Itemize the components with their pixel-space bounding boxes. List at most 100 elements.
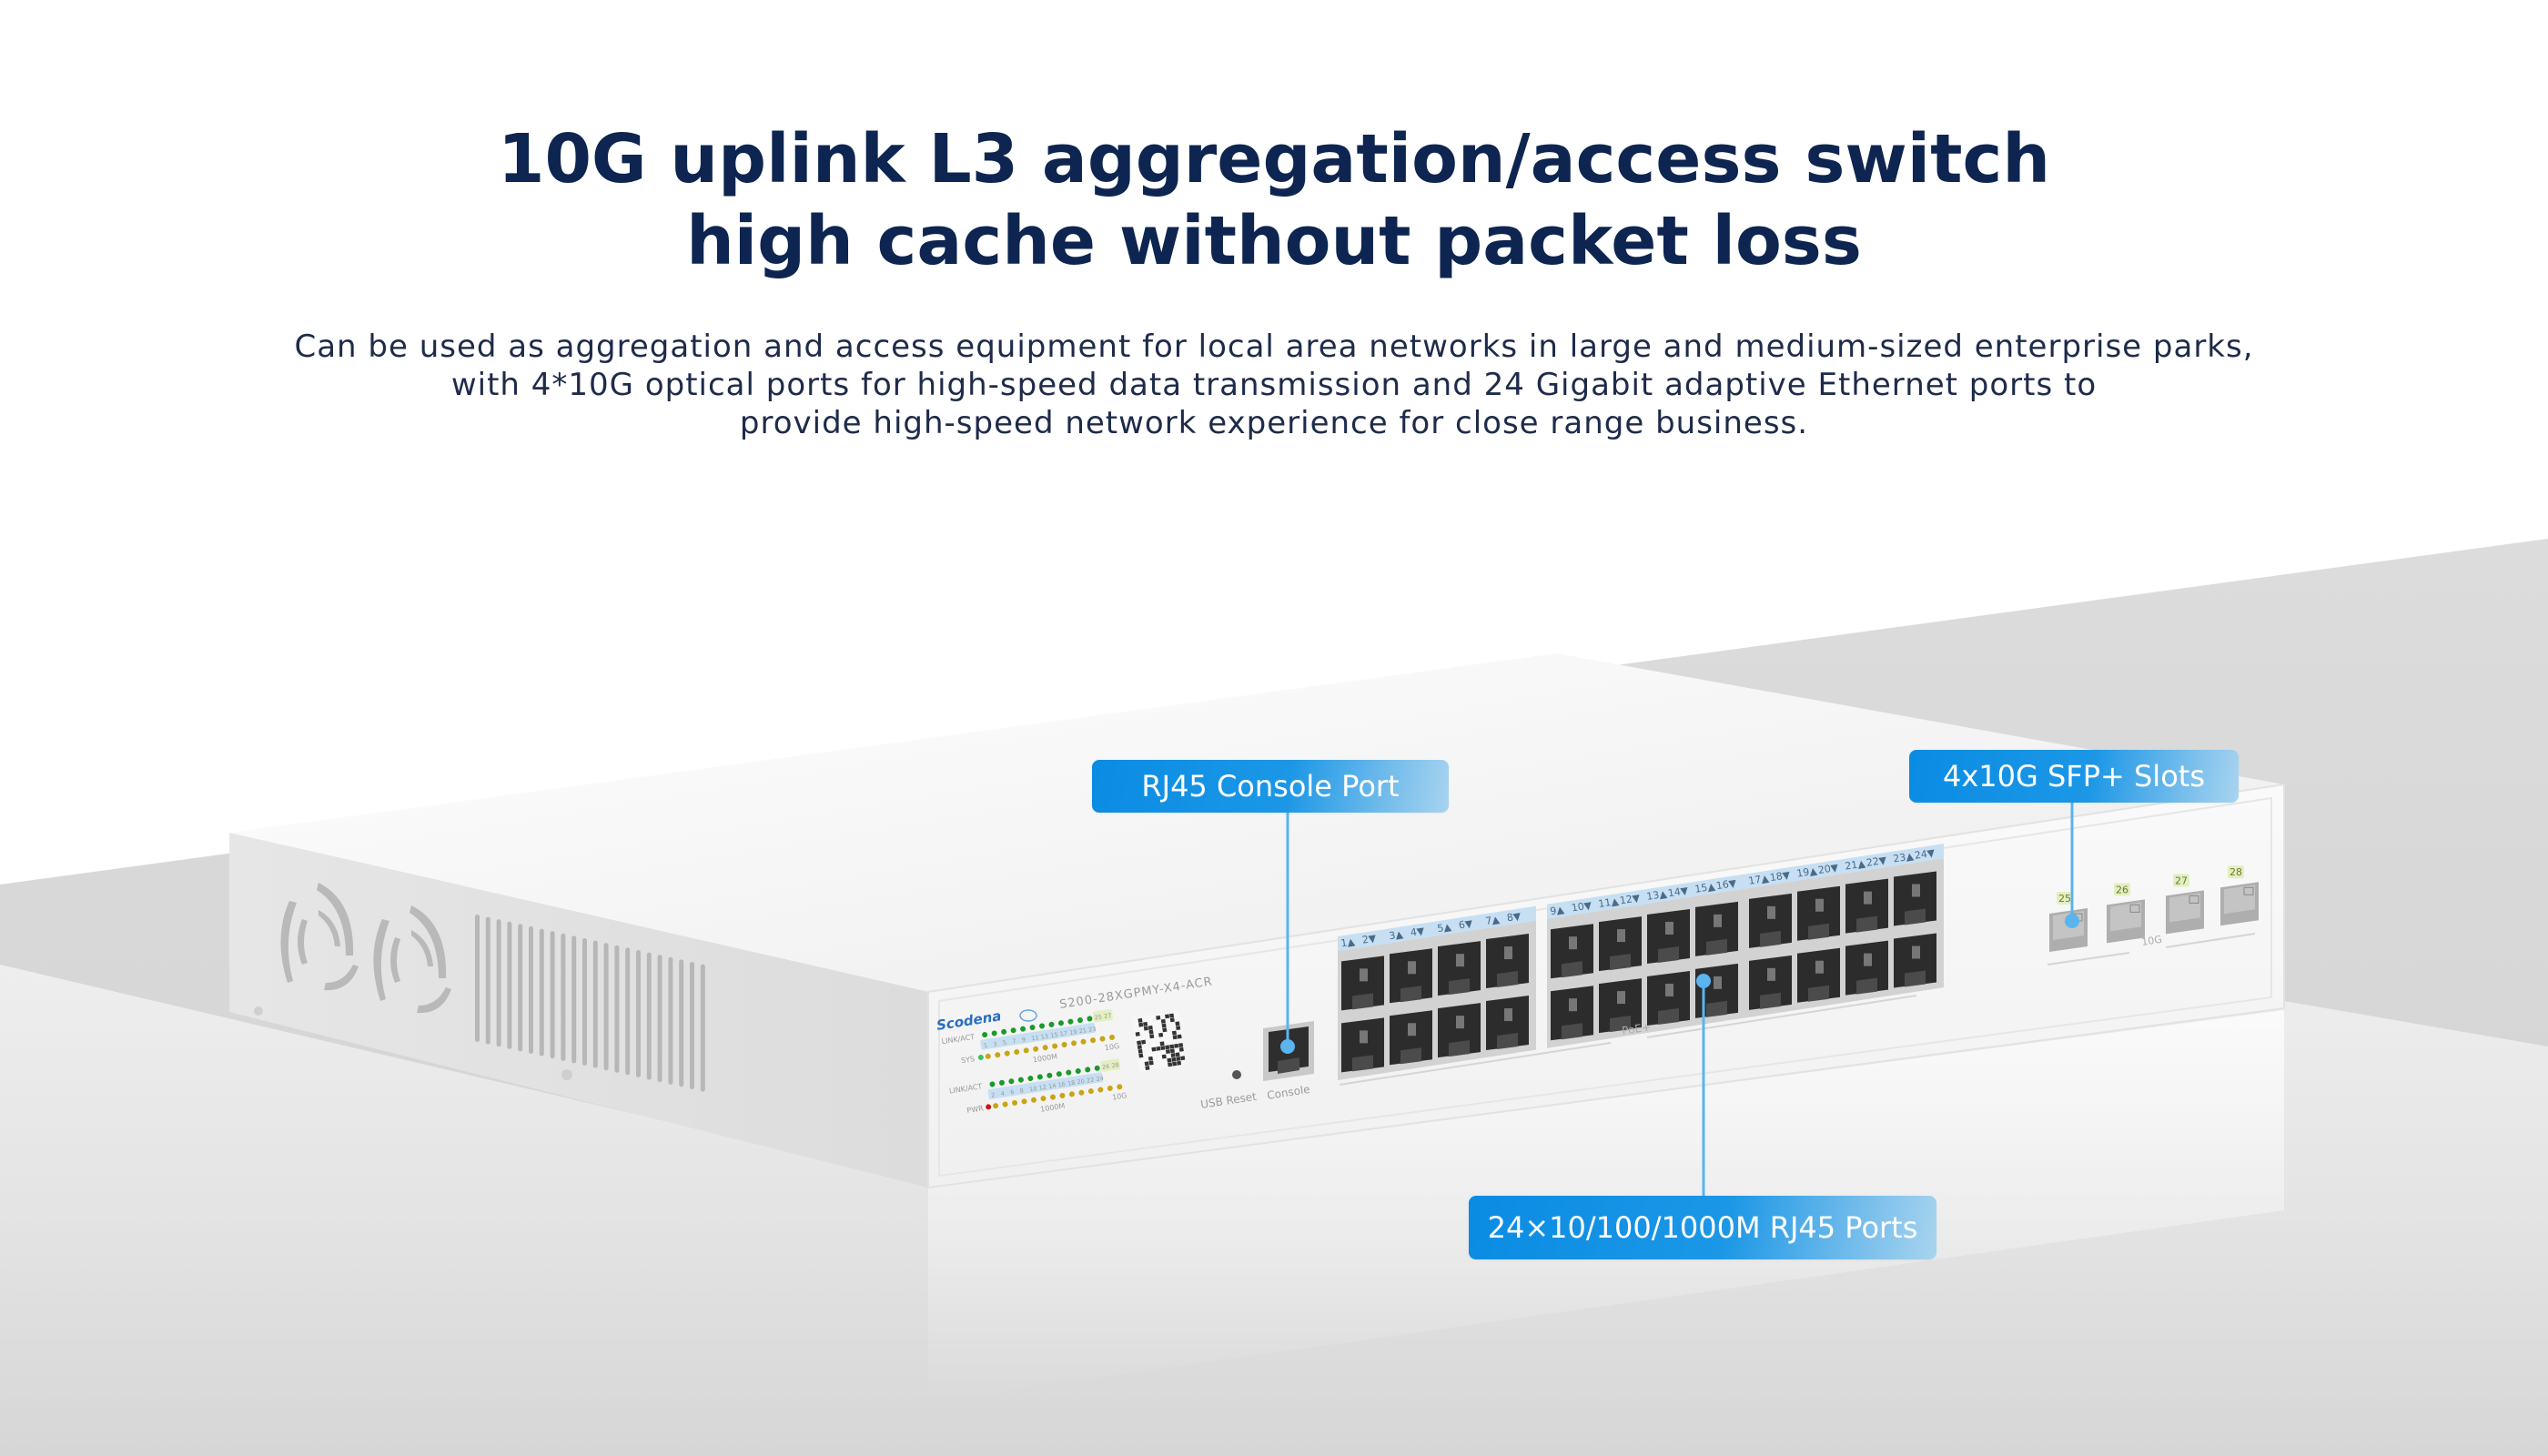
rj45-port[interactable] (1894, 871, 1936, 926)
rj45-port[interactable] (1894, 933, 1936, 988)
description-line-2: with 4*10G optical ports for high-speed … (450, 367, 2098, 403)
fan-vent-1 (280, 883, 359, 991)
vent-slot (679, 959, 684, 1087)
vent-slot (539, 928, 544, 1057)
rj45-port[interactable] (1749, 955, 1792, 1010)
port-number-label: 13▲ (1645, 888, 1668, 903)
callout-console-port: RJ45 Console Port (1092, 760, 1449, 813)
vent-slot (592, 940, 598, 1068)
sfp-slot[interactable] (2220, 882, 2259, 926)
rj45-port[interactable] (1551, 986, 1593, 1041)
usb-reset-button[interactable] (1232, 1070, 1241, 1079)
rj45-port[interactable] (1647, 908, 1690, 964)
rj45-port[interactable] (1647, 970, 1690, 1026)
rj45-port[interactable] (1341, 1017, 1384, 1073)
led-speed (1061, 1041, 1067, 1047)
rj45-port[interactable] (1845, 878, 1888, 934)
led-link-act (998, 1079, 1005, 1086)
rj45-port[interactable] (1845, 940, 1888, 996)
led-port-number: 9 (1021, 1036, 1026, 1044)
sfp-number-badge (2057, 892, 2073, 905)
vent-slot (571, 935, 577, 1064)
port-number-strip (987, 1072, 1104, 1099)
rj45-port[interactable] (1390, 948, 1432, 1004)
led-port-number: 25 (1094, 1013, 1102, 1021)
led-port-number: 7 (1012, 1037, 1016, 1046)
vent-slot (550, 931, 555, 1059)
description-line-1: Can be used as aggregation and access eq… (294, 329, 2254, 365)
callout-rj45-ports: 24×10/100/1000M RJ45 Ports (1469, 1196, 1936, 1259)
sfp-slot[interactable] (2107, 899, 2145, 944)
rj45-port-array: 1▲2▼3▲4▼5▲6▼7▲8▼9▲10▼11▲12▼13▲14▼15▲16▼1… (1338, 844, 1944, 1086)
led-port-number: 22 (1087, 1077, 1095, 1085)
led-link-act (989, 1081, 996, 1087)
rj45-port[interactable] (1797, 885, 1840, 941)
port-number-label: 3▲ (1388, 928, 1404, 942)
sfp-number-label: 25 (2058, 893, 2071, 905)
led-speed (1097, 1087, 1104, 1093)
vent-slot (636, 950, 641, 1077)
led-speed (1040, 1096, 1046, 1102)
rj45-port[interactable] (1599, 916, 1642, 972)
led-port-number: 19 (1069, 1028, 1077, 1036)
rj45-port[interactable] (1438, 1003, 1481, 1058)
led-speed (1090, 1037, 1097, 1044)
led-label-sys: SYS (961, 1055, 976, 1065)
device-side (229, 833, 928, 1188)
rj45-port[interactable] (1551, 924, 1593, 979)
port-number-label: 14▼ (1667, 885, 1690, 899)
led-link-act (1017, 1077, 1024, 1083)
led-speed (1107, 1085, 1113, 1091)
port-number-strip (980, 1022, 1096, 1050)
rj45-port[interactable] (1486, 934, 1529, 989)
led-speed (1071, 1040, 1077, 1046)
rj45-port[interactable] (1695, 901, 1738, 956)
headline-line-1: 10G uplink L3 aggregation/access switch (497, 120, 2051, 198)
rj45-port[interactable] (1695, 963, 1738, 1018)
rj45-port[interactable] (1749, 893, 1792, 948)
port-label-strip (1745, 844, 1944, 889)
led-port-number: 21 (1078, 1026, 1087, 1035)
rj45-port[interactable] (1390, 1010, 1432, 1066)
rj45-port[interactable] (1599, 978, 1642, 1034)
sfp-bracket (2047, 933, 2256, 966)
led-port-number: 6 (1010, 1088, 1015, 1097)
led-speed (1004, 1050, 1010, 1057)
led-link-act (1036, 1074, 1043, 1080)
led-speed (993, 1103, 999, 1109)
rj45-port[interactable] (1797, 947, 1840, 1003)
port-number-label: 11▲ (1597, 895, 1620, 910)
rj45-port[interactable] (1438, 941, 1481, 996)
led-link-act (1077, 1017, 1083, 1024)
side-screw (254, 1006, 263, 1016)
led-port-number: 15 (1050, 1031, 1058, 1039)
port-number-label: 7▲ (1484, 914, 1501, 927)
port-number-label: 22▼ (1866, 854, 1888, 869)
vent-slot (475, 915, 480, 1042)
led-speed (1049, 1094, 1056, 1100)
led-link-act (1067, 1018, 1074, 1025)
rj45-port[interactable] (1341, 956, 1384, 1011)
led-link-act (1057, 1020, 1064, 1026)
led-link-act (1087, 1016, 1093, 1022)
rj45-port[interactable] (1486, 996, 1529, 1051)
description-line-3: provide high-speed network experience fo… (739, 405, 1809, 441)
led-link-act (1075, 1068, 1081, 1075)
led-speed (985, 1053, 991, 1059)
vent-slot (700, 964, 705, 1092)
sfp-number-badge (2228, 865, 2244, 879)
led-port-number: 11 (1031, 1034, 1039, 1042)
led-speed (1117, 1084, 1123, 1090)
port-number-label: 24▼ (1914, 847, 1936, 862)
led-port-number: 23 (1088, 1026, 1097, 1034)
vent-slot (625, 947, 631, 1076)
led-link-act (1048, 1021, 1055, 1027)
sfp-slot[interactable] (2166, 890, 2204, 935)
sfp-number-label: 27 (2175, 875, 2188, 886)
led-label-1000m: 1000M (1032, 1052, 1057, 1064)
led-speed (1099, 1036, 1106, 1042)
led-speed (1042, 1045, 1048, 1051)
led-link-act (1056, 1071, 1062, 1077)
